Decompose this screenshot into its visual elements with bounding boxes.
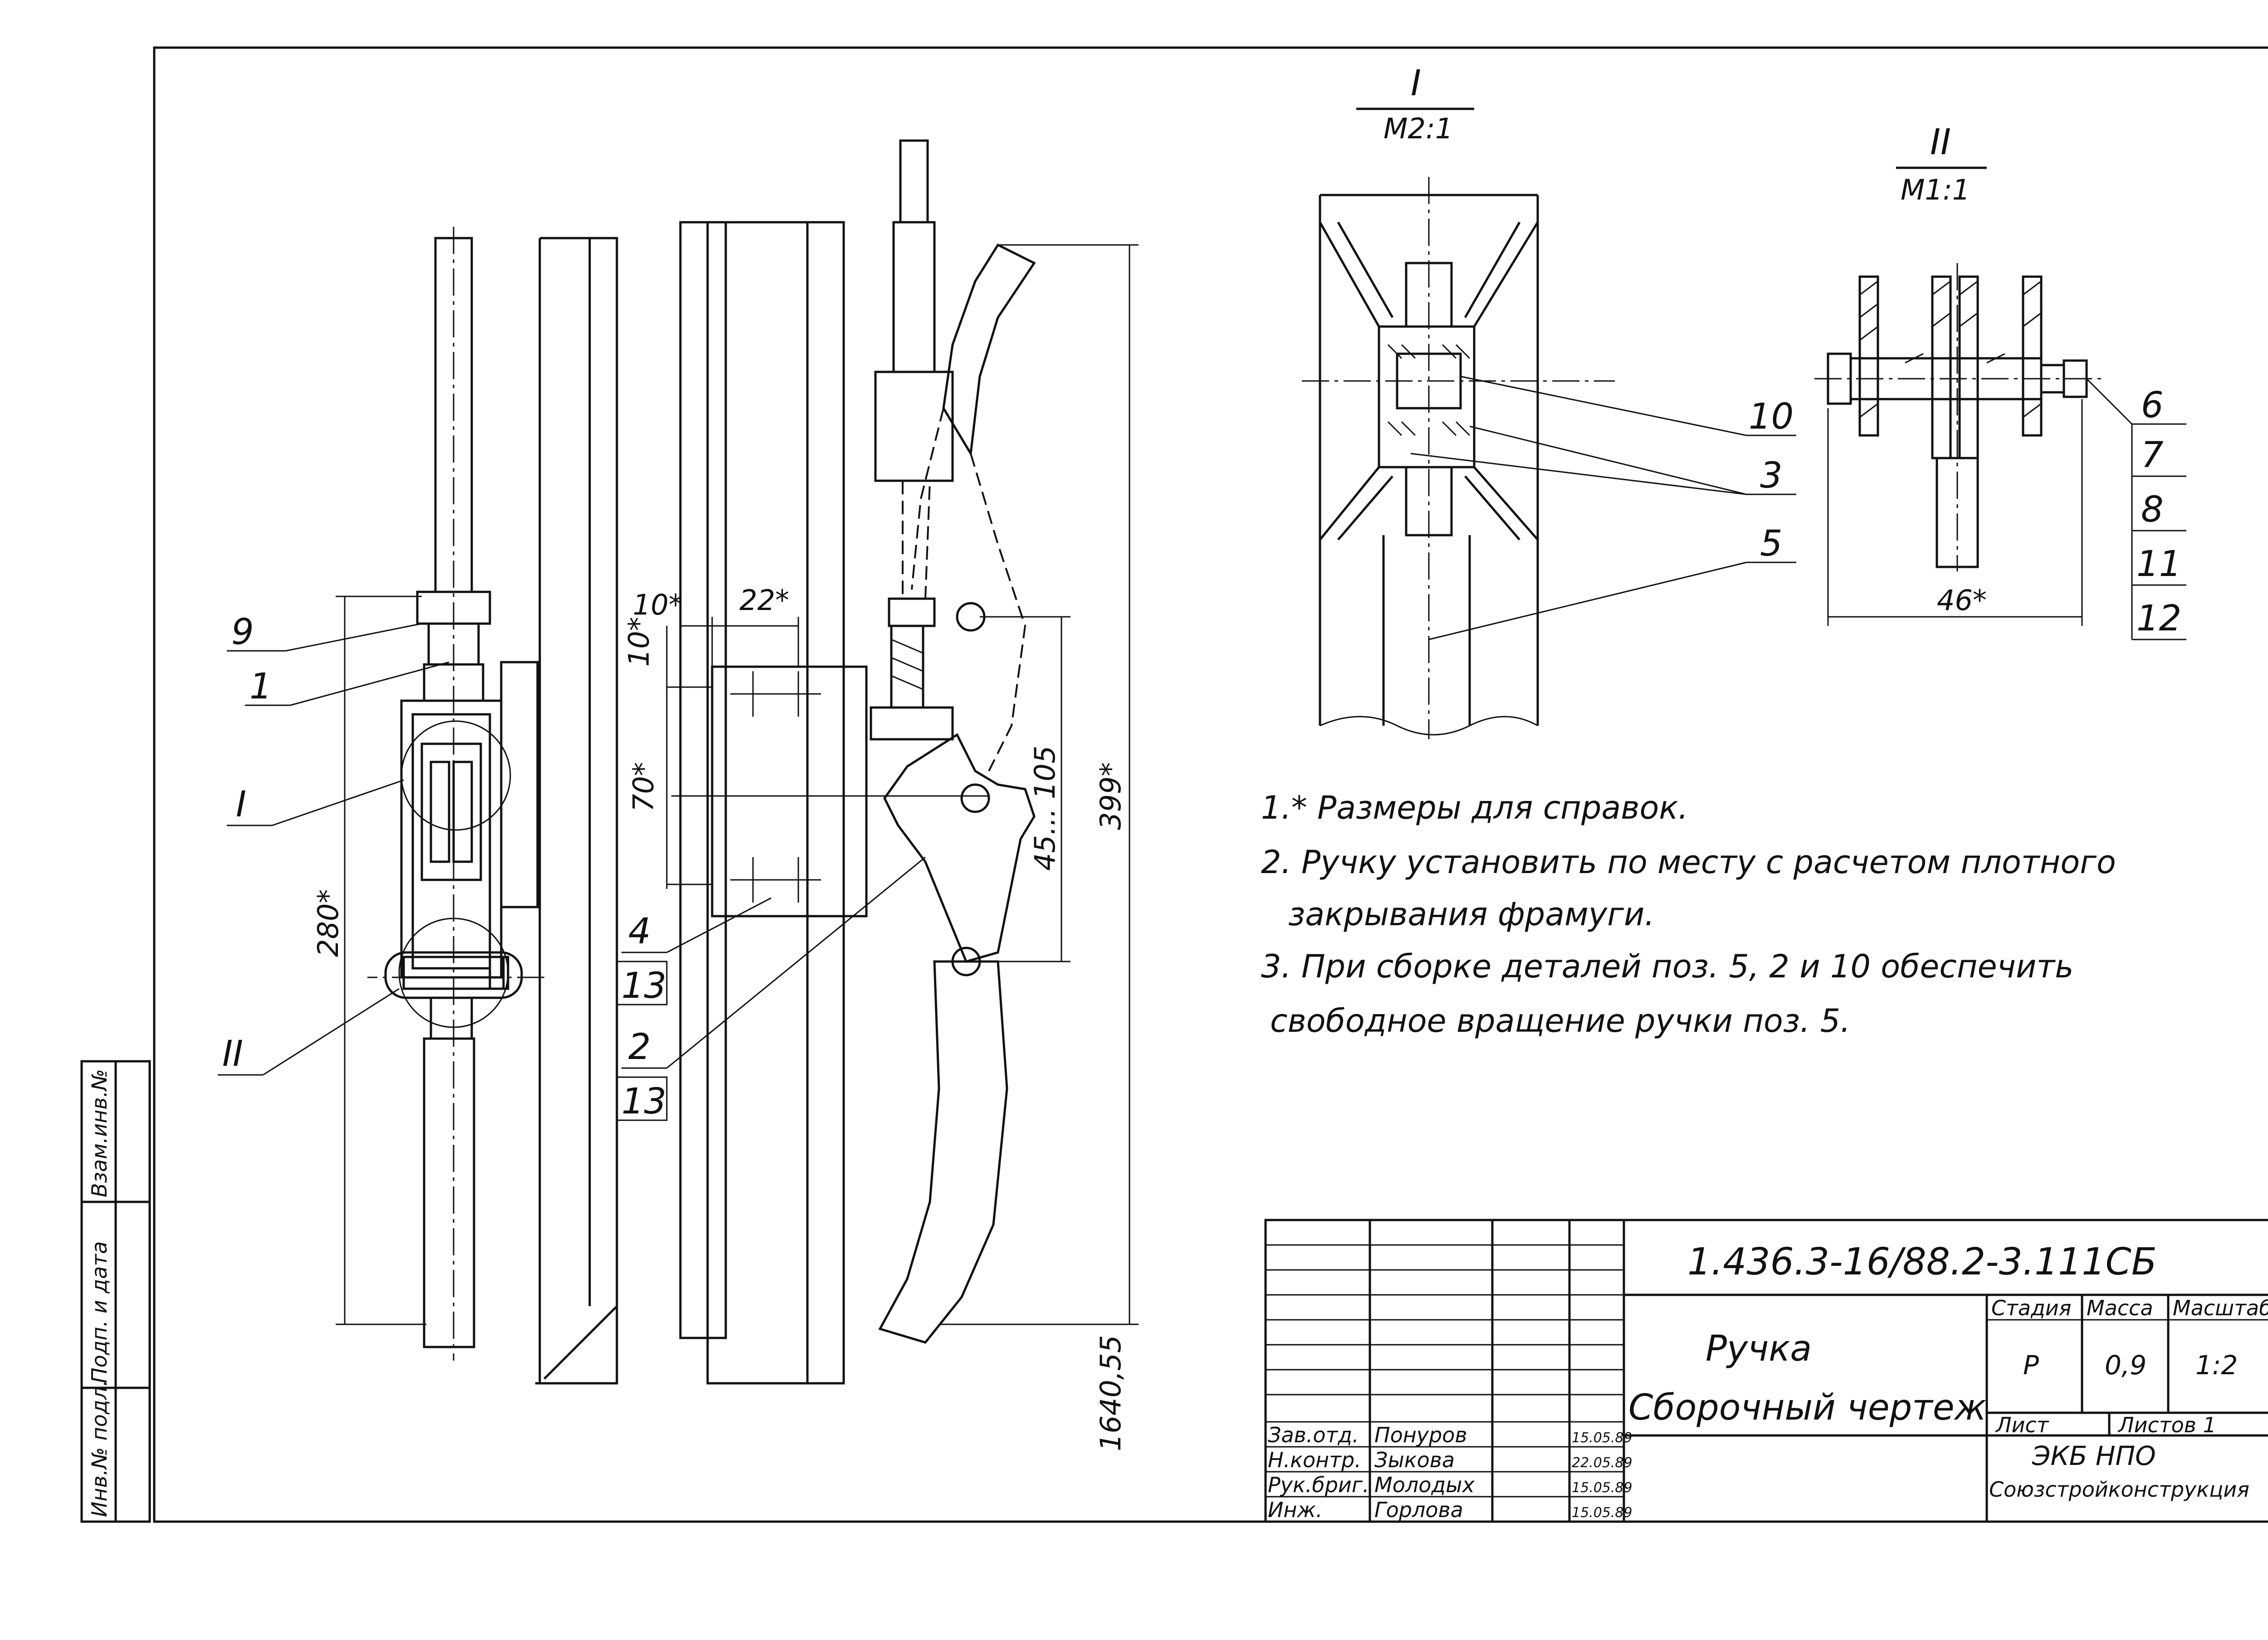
callout-view-I: I (236, 784, 246, 825)
callout-5: 5 (1760, 523, 1783, 564)
callout-13a: 13 (621, 966, 666, 1006)
callout-2: 2 (628, 1027, 651, 1068)
callout-7: 7 (2141, 435, 2164, 476)
callout-9: 9 (231, 612, 254, 653)
col-scale: Масштаб (2173, 1296, 2268, 1320)
note-3b: свободное вращение ручки поз. 5. (1270, 1002, 1850, 1040)
dim-10a: 10* (633, 588, 683, 621)
bracket-4 (711, 665, 868, 918)
note-1: 1.* Размеры для справок. (1261, 789, 1688, 826)
callout-10: 10 (1749, 396, 1794, 437)
doc-code: 1.436.3-16/88.2-3.111СБ (1687, 1240, 2157, 1284)
callout-3: 3 (1760, 455, 1783, 496)
signer-3-date: 15.05.89 (1572, 1480, 1633, 1496)
dim-399: 399* (1094, 762, 1127, 830)
callout-12: 12 (2136, 598, 2181, 639)
col-mass: Масса (2087, 1296, 2153, 1320)
main-dimensions: 280* 10* 22* 10* 70* 45... 105 399* 1640… (312, 244, 1139, 1451)
view-I-title: I (1411, 63, 1421, 104)
signer-4-name: Горлова (1374, 1498, 1463, 1522)
signer-1-role: Зав.отд. (1268, 1423, 1359, 1447)
title-line-1: Ручка (1706, 1328, 1812, 1369)
dim-280: 280* (312, 889, 345, 957)
signer-4-role: Инж. (1268, 1498, 1323, 1522)
signer-2-date: 22.05.89 (1572, 1455, 1633, 1471)
view-II-title: II (1930, 122, 1951, 163)
drawing-frame (153, 46, 2268, 1523)
sheets-label: Листов 1 (2117, 1413, 2216, 1437)
dim-46: 46* (1937, 584, 1987, 617)
callout-11: 11 (2136, 544, 2181, 585)
callout-1: 1 (249, 666, 272, 707)
org-line-1: ЭКБ НПО (2032, 1440, 2156, 1471)
technical-notes: 1.* Размеры для справок. 2. Ручку устано… (1261, 789, 2116, 1040)
sheet-label: Лист (1995, 1413, 2049, 1437)
stamp-inv-repl: Взам.инв.№ (87, 1069, 112, 1197)
view-II: II М1:1 46* 6 7 8 11 12 (1814, 122, 2186, 640)
note-2b: закрывания фрамуги. (1288, 896, 1655, 933)
signer-1-date: 15.05.89 (1572, 1430, 1633, 1446)
view-II-scale: М1:1 (1901, 173, 1970, 206)
signer-3-name: Молодых (1374, 1473, 1475, 1497)
signer-1-name: Понуров (1374, 1423, 1467, 1447)
callout-13b: 13 (621, 1081, 666, 1122)
main-callouts: 9 1 I II 4 13 2 13 (218, 612, 926, 1122)
dim-45-105: 45... 105 (1028, 746, 1061, 871)
callout-view-II: II (222, 1034, 243, 1074)
col-stage: Стадия (1991, 1296, 2071, 1320)
title-block: Зав.отд. Понуров 15.05.89 Н.контр. Зыков… (1264, 1219, 2268, 1523)
callout-8: 8 (2141, 489, 2164, 530)
view-I-scale: М2:1 (1383, 112, 1453, 145)
signer-3-role: Рук.бриг. (1268, 1473, 1369, 1497)
dim-70: 70* (627, 762, 660, 812)
main-view (367, 139, 1036, 1385)
title-line-2: Сборочный чертеж (1628, 1387, 1986, 1428)
stamp-sign-date: Подп. и дата (87, 1241, 112, 1383)
org-line-2: Союзстройконструкция (1989, 1477, 2249, 1502)
callout-4: 4 (628, 911, 651, 952)
stage-value: Р (2023, 1350, 2039, 1381)
side-stamp: Инв.№ подл. Подп. и дата Взам.инв.№ (80, 1060, 151, 1523)
handle-lever (883, 733, 1036, 963)
view-I: I М2:1 10 3 5 (1302, 63, 1796, 739)
callout-6: 6 (2141, 385, 2164, 426)
signer-2-name: Зыкова (1374, 1448, 1455, 1472)
dim-1640: 1640,55 (1094, 1335, 1127, 1451)
stamp-inv-orig: Инв.№ подл. (87, 1380, 112, 1517)
signer-2-role: Н.контр. (1268, 1448, 1361, 1472)
note-2a: 2. Ручку установить по месту с расчетом … (1261, 844, 2116, 881)
dim-22: 22* (739, 584, 789, 617)
scale-value: 1:2 (2195, 1350, 2238, 1381)
dim-10b: 10* (622, 617, 655, 667)
mass-value: 0,9 (2105, 1350, 2146, 1381)
note-3a: 3. При сборке деталей поз. 5, 2 и 10 обе… (1261, 948, 2074, 985)
signer-4-date: 15.05.89 (1572, 1505, 1633, 1521)
